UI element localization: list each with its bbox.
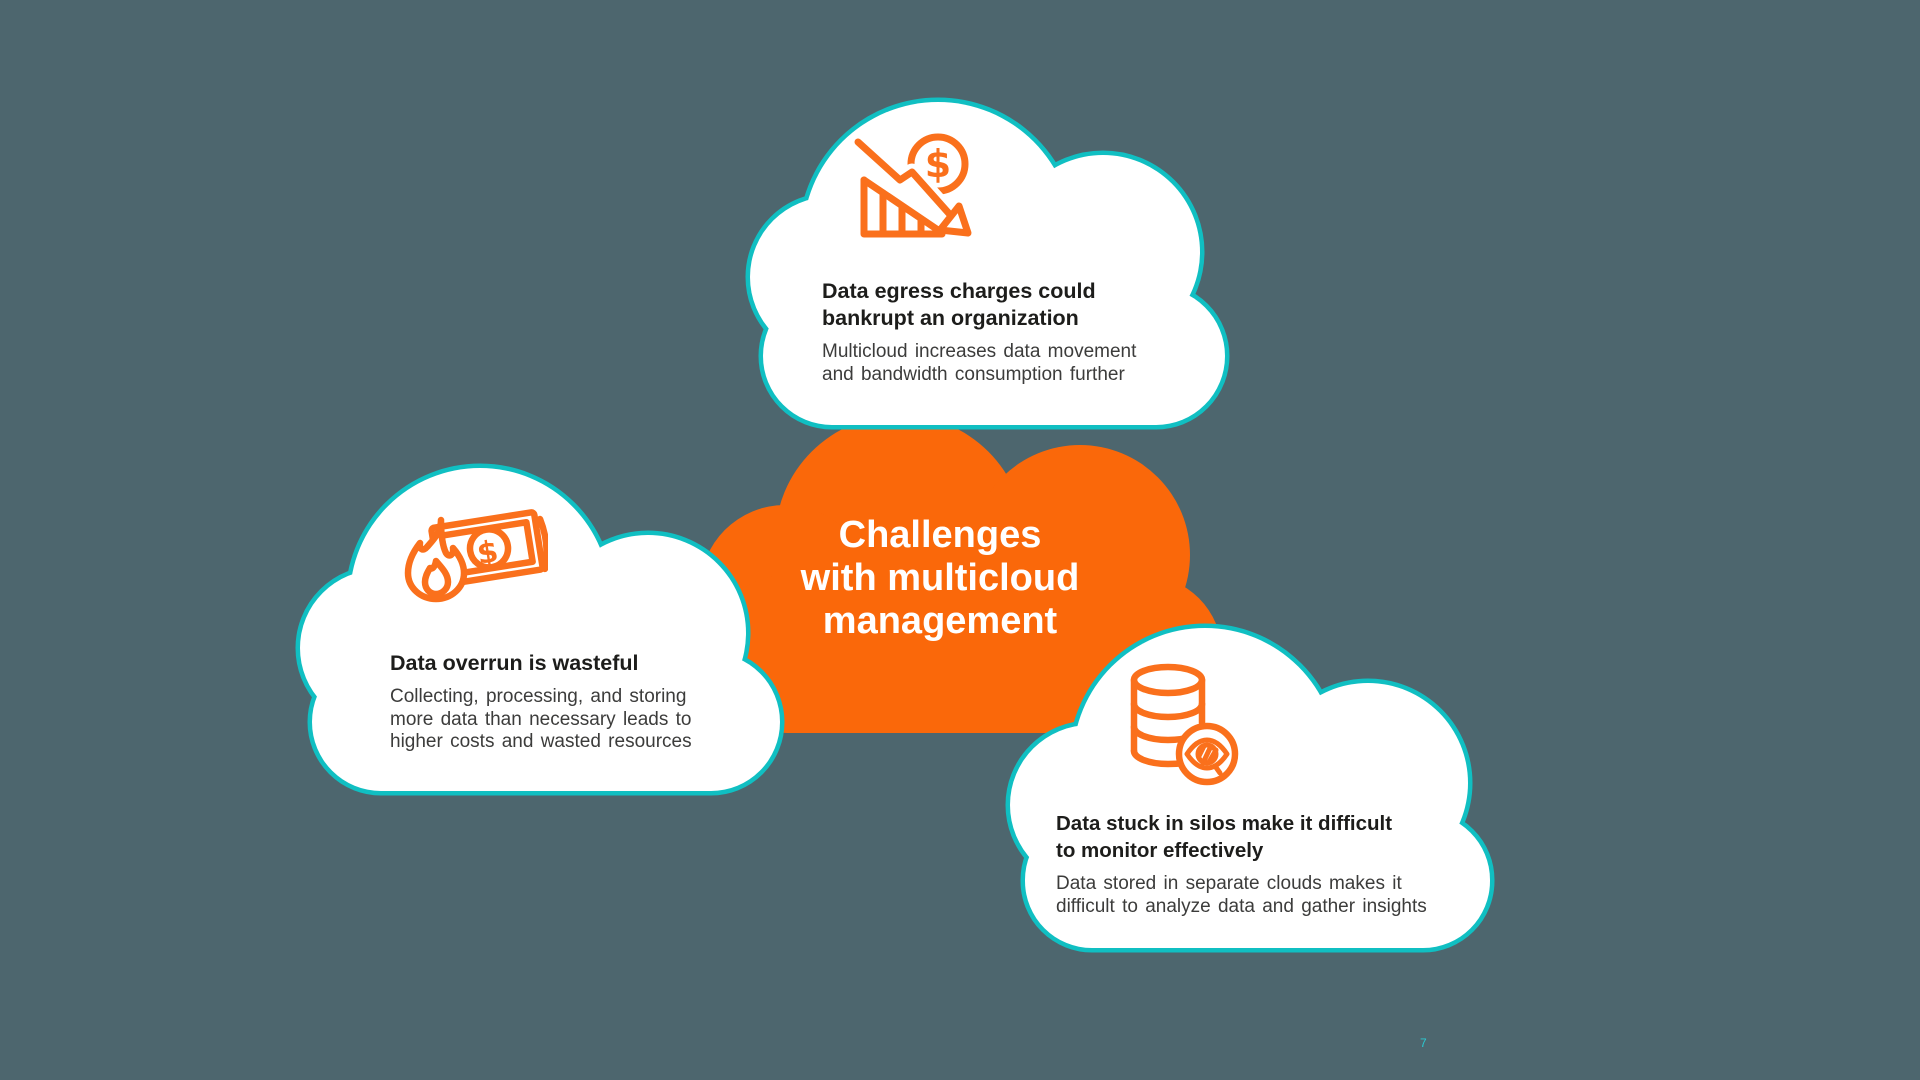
cloud-text-block: Data overrun is wasteful Collecting, pro…: [390, 650, 692, 754]
cloud-text-block: Data stuck in silos make it difficult to…: [1056, 810, 1427, 918]
cloud-shape: [1005, 623, 1495, 953]
cloud-egress: $ Data egress charges could bankrupt an …: [738, 92, 1253, 432]
cloud-body: Multicloud increases data movement: [822, 341, 1137, 362]
cloud-body: more data than necessary leads to: [390, 708, 692, 730]
cloud-body: and bandwidth consumption further: [822, 363, 1125, 385]
cloud-silos: Data stuck in silos make it difficult to…: [1000, 613, 1515, 955]
cloud-overrun: $ Data overrun is wasteful Collecting, p…: [290, 458, 810, 798]
database-hidden-eye-icon: [1130, 663, 1239, 786]
cloud-shape: [745, 97, 1230, 430]
center-title-line: with multicloud: [800, 557, 1080, 599]
cloud-body: Collecting, processing, and storing: [390, 686, 687, 707]
center-cloud-title: Challenges with multicloud management: [690, 514, 1190, 643]
cloud-body: higher costs and wasted resources: [390, 731, 692, 752]
cloud-body: difficult to analyze data and gather ins…: [1056, 895, 1427, 917]
cloud-title: Data egress charges could: [822, 279, 1096, 303]
cloud-title: to monitor effectively: [1056, 839, 1264, 862]
declining-chart-dollar-icon: $: [850, 133, 972, 238]
cloud-title: bankrupt an organization: [822, 306, 1079, 330]
center-title-line: management: [822, 600, 1058, 642]
cloud-title: Data overrun is wasteful: [390, 651, 639, 675]
burning-money-icon: $: [404, 509, 548, 603]
page-number: 7: [1420, 1036, 1427, 1050]
cloud-title: Data stuck in silos make it difficult: [1056, 812, 1393, 835]
cloud-text-block: Data egress charges could bankrupt an or…: [822, 278, 1136, 386]
center-title-line: Challenges: [838, 514, 1042, 556]
cloud-body: Data stored in separate clouds makes it: [1056, 873, 1402, 894]
